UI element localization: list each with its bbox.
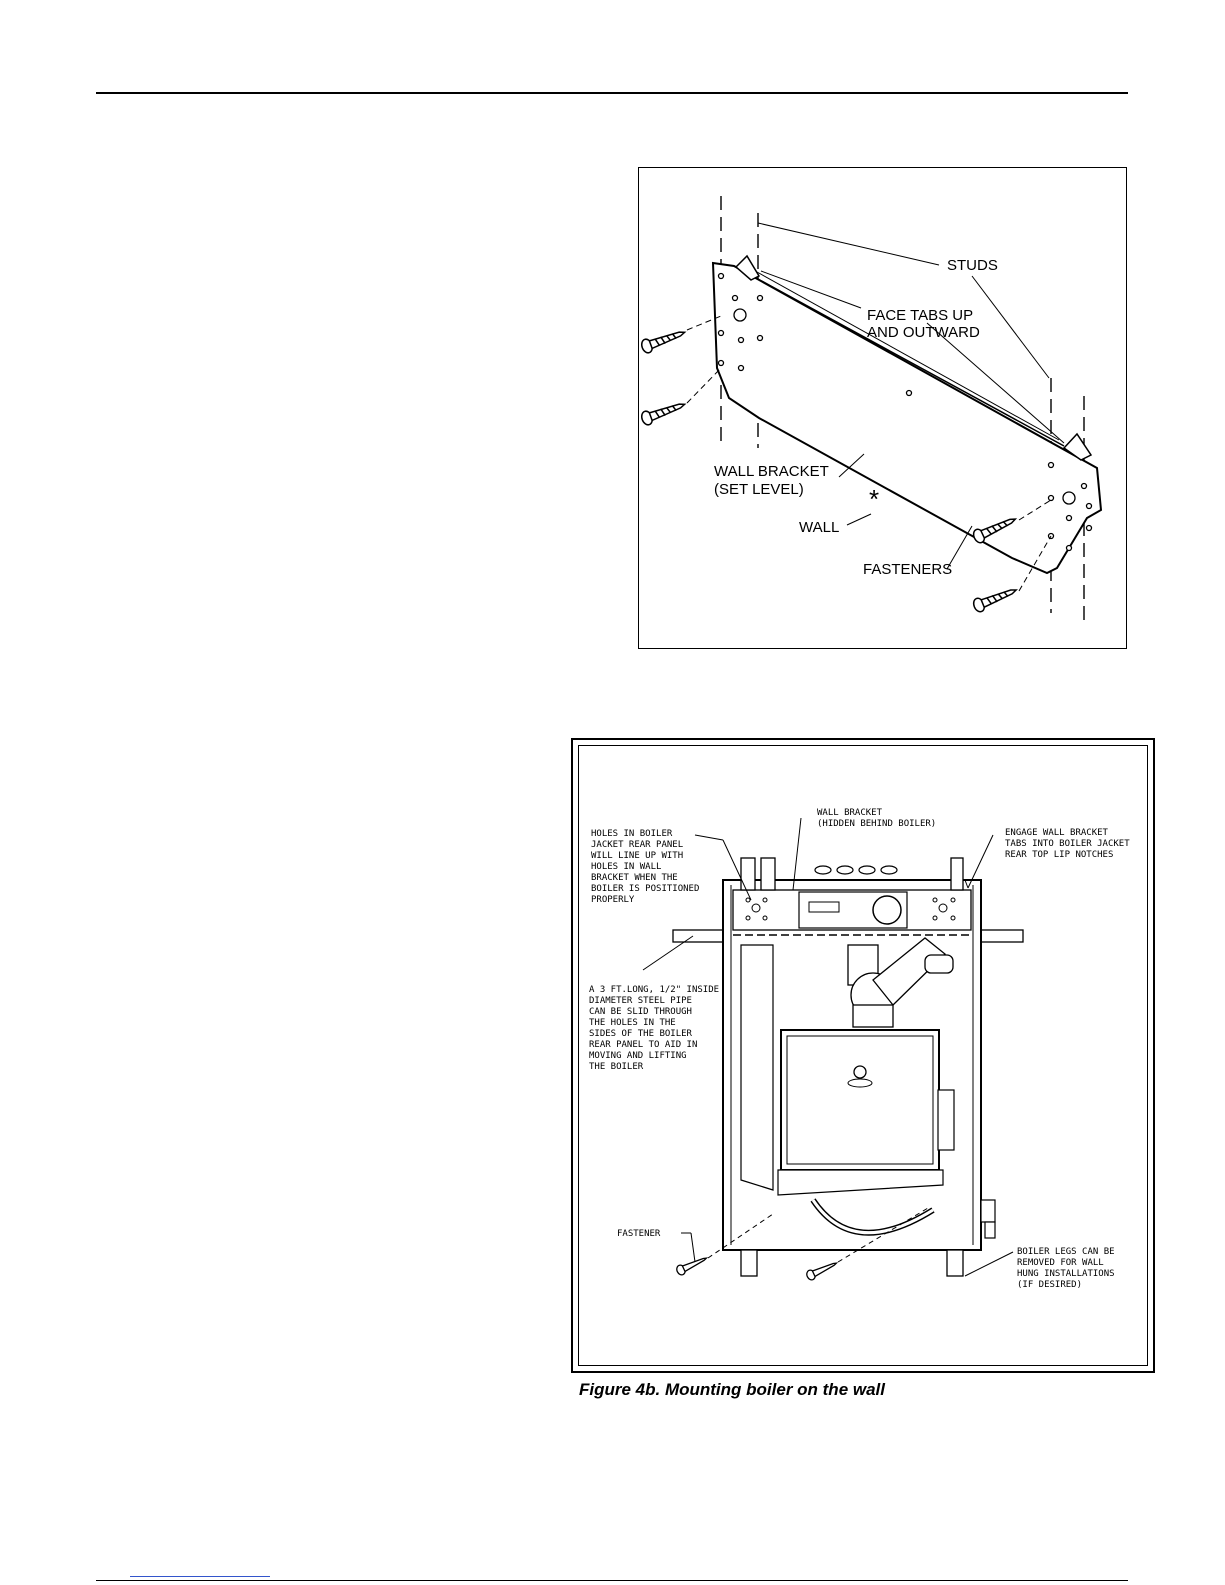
wall-label: WALL <box>799 519 839 536</box>
leader-lines <box>757 222 1065 570</box>
holes-label-line3: WILL LINE UP WITH <box>591 851 683 861</box>
engage-label-line2: TABS INTO BOILER JACKET <box>1005 839 1130 849</box>
pipe-label-line8: THE BOILER <box>589 1062 644 1072</box>
pipe-label-line5: SIDES OF THE BOILER <box>589 1029 693 1039</box>
burner-assembly <box>847 937 954 1028</box>
legs-label-line3: HUNG INSTALLATIONS <box>1017 1269 1115 1279</box>
figure-caption: Figure 4b. Mounting boiler on the wall <box>579 1380 885 1399</box>
wall-bracket-plate <box>711 261 1103 575</box>
face-tabs-label-line2: AND OUTWARD <box>867 324 980 341</box>
tab-left <box>734 254 761 281</box>
pipe-label-line3: CAN BE SLID THROUGH <box>589 1007 692 1017</box>
wall-bracket-drawing: STUDS FACE TABS UP AND OUTWARD WALL BRAC… <box>640 196 1103 623</box>
wall-bracket-label-line1: WALL BRACKET <box>714 463 829 480</box>
footer-link-underline <box>130 1576 270 1577</box>
wall-bracket-label-b-line2: (HIDDEN BEHIND BOILER) <box>817 819 936 829</box>
wall-bracket-label-line2: (SET LEVEL) <box>714 481 804 498</box>
face-tabs-label-line1: FACE TABS UP <box>867 307 973 324</box>
holes-left <box>717 272 913 397</box>
pipe-label-line7: MOVING AND LIFTING <box>589 1051 687 1061</box>
wall-asterisk: * <box>869 484 879 514</box>
fastener-screws <box>640 331 1018 613</box>
holes-label-line2: JACKET REAR PANEL <box>591 840 683 850</box>
tab-right <box>1062 432 1093 461</box>
fastener-label: FASTENER <box>617 1229 661 1239</box>
fasteners-label: FASTENERS <box>863 561 952 578</box>
studs-label: STUDS <box>947 257 998 274</box>
holes-label-line7: PROPERLY <box>591 895 635 905</box>
wall-bracket-figure: STUDS FACE TABS UP AND OUTWARD WALL BRAC… <box>638 167 1127 649</box>
legs-label-line4: (IF DESIRED) <box>1017 1280 1082 1290</box>
holes-label-line6: BOILER IS POSITIONED <box>591 884 699 894</box>
wall-bracket-label-b-line1: WALL BRACKET <box>817 808 883 818</box>
boiler-drawing: WALL BRACKET (HIDDEN BEHIND BOILER) HOLE… <box>589 808 1130 1290</box>
engage-label-line3: REAR TOP LIP NOTCHES <box>1005 850 1113 860</box>
holes-right <box>1047 461 1093 552</box>
heat-exchanger <box>780 1029 940 1171</box>
boiler-leg-left <box>740 1249 758 1277</box>
leader-lines <box>642 817 1014 1277</box>
holes-label-line5: BRACKET WHEN THE <box>591 873 678 883</box>
boiler-leg-right <box>946 1249 964 1277</box>
holes-label-line4: HOLES IN WALL <box>591 862 661 872</box>
boiler-mounting-figure: WALL BRACKET (HIDDEN BEHIND BOILER) HOLE… <box>571 738 1155 1373</box>
header-rule <box>96 92 1128 94</box>
pipe-label-line2: DIAMETER STEEL PIPE <box>589 996 692 1006</box>
holes-label-line1: HOLES IN BOILER <box>591 829 673 839</box>
pipe-label-line6: REAR PANEL TO AID IN <box>589 1040 697 1050</box>
pipe-label-line4: THE HOLES IN THE <box>589 1018 676 1028</box>
legs-label-line2: REMOVED FOR WALL <box>1017 1258 1104 1268</box>
legs-label-line1: BOILER LEGS CAN BE <box>1017 1247 1115 1257</box>
footer-rule <box>96 1580 1128 1581</box>
pipe-label-line1: A 3 FT.LONG, 1/2" INSIDE <box>589 985 719 995</box>
engage-label-line1: ENGAGE WALL BRACKET <box>1005 828 1109 838</box>
fasteners <box>676 1257 839 1281</box>
